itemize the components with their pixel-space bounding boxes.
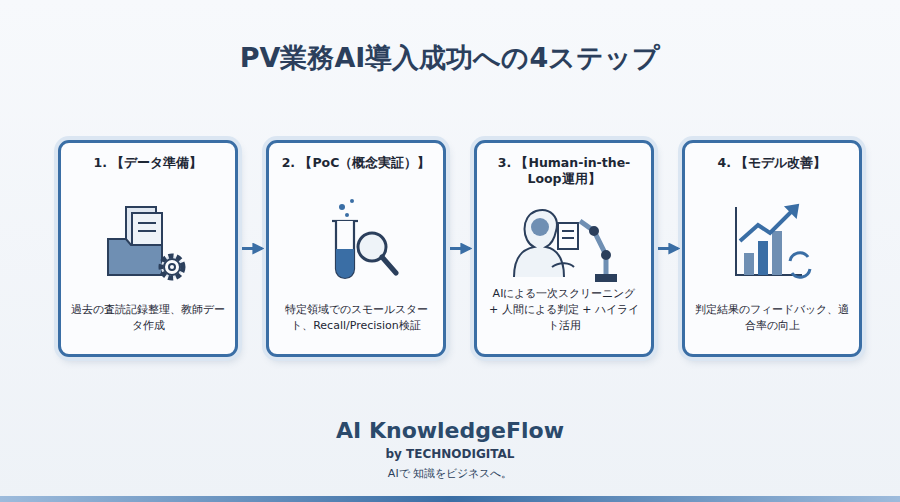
process-box: 4. 【モデル改善】判定結果のフィードバック、適合率の向上 xyxy=(682,140,862,357)
flow-arrow xyxy=(242,247,262,250)
flow-arrow xyxy=(450,247,470,250)
flow-arrow xyxy=(658,247,678,250)
step-description: AIによる一次スクリーニング + 人間による判定 + ハイライト活用 xyxy=(477,286,651,334)
step-heading: 3. 【Human-in-the-Loop運用】 xyxy=(477,155,651,188)
brand-company: by TECHNODIGITAL xyxy=(0,447,900,461)
step-description: 判定結果のフィードバック、適合率の向上 xyxy=(685,302,859,334)
step-heading: 4. 【モデル改善】 xyxy=(710,155,835,171)
process-box: 2. 【PoC（概念実証）】特定領域でのスモールスタート、Recall/Prec… xyxy=(266,140,446,357)
process-box: 1. 【データ準備】過去の査読記録整理、教師データ作成 xyxy=(58,140,238,357)
brand-tagline: AIで 知識をビジネスへ。 xyxy=(0,466,900,481)
step-heading: 2. 【PoC（概念実証）】 xyxy=(274,155,439,171)
process-box: 3. 【Human-in-the-Loop運用】 AIによる一次スクリーニング +… xyxy=(474,140,654,357)
brand-name: AI KnowledgeFlow xyxy=(0,418,900,443)
diagram-title: PV業務AI導入成功への4ステップ xyxy=(0,40,900,76)
bottom-stripe xyxy=(0,496,900,502)
step-description: 過去の査読記録整理、教師データ作成 xyxy=(61,302,235,334)
step-heading: 1. 【データ準備】 xyxy=(86,155,211,171)
step-description: 特定領域でのスモールスタート、Recall/Precision検証 xyxy=(269,302,443,334)
